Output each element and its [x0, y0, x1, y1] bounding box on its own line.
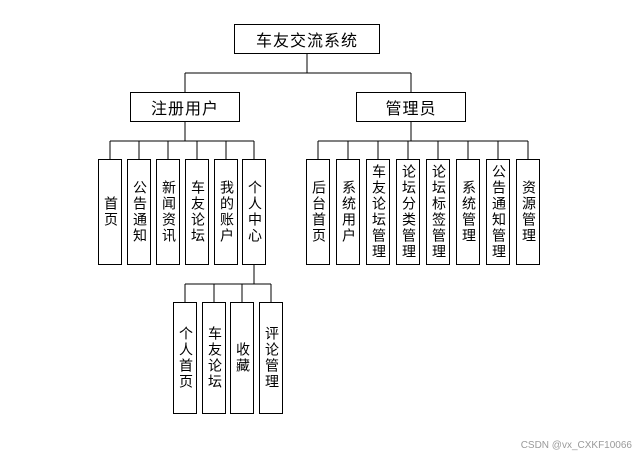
node-label: 收藏: [234, 342, 250, 374]
user-node-news: 新闻资讯: [156, 159, 180, 265]
node-label: 公告通知管理: [490, 164, 506, 260]
node-label: 车友论坛: [206, 326, 222, 390]
node-label: 车友论坛: [189, 180, 205, 244]
root-label: 车友交流系统: [255, 31, 358, 50]
node-label: 系统管理: [460, 180, 476, 244]
node-label: 个人中心: [246, 180, 262, 244]
node-label: 首页: [102, 196, 118, 228]
user-node-forum: 车友论坛: [185, 159, 209, 265]
user-node-personal-center: 个人中心: [242, 159, 266, 265]
user-node-account: 我的账户: [214, 159, 238, 265]
user-node-home: 首页: [98, 159, 122, 265]
personal-node-comments: 评论管理: [259, 302, 283, 414]
node-label: 论坛标签管理: [430, 164, 446, 260]
node-label: 车友论坛管理: [370, 164, 386, 260]
node-label: 评论管理: [263, 326, 279, 390]
admin-node-forum-manage: 车友论坛管理: [366, 159, 390, 265]
admin-node-resource-manage: 资源管理: [516, 159, 540, 265]
node-label: 后台首页: [310, 180, 326, 244]
admin-node-category-manage: 论坛分类管理: [396, 159, 420, 265]
node-label: 系统用户: [340, 180, 356, 244]
admin-node-dashboard: 后台首页: [306, 159, 330, 265]
branch-registered-user: 注册用户: [130, 92, 240, 122]
admin-node-tag-manage: 论坛标签管理: [426, 159, 450, 265]
user-node-notice: 公告通知: [127, 159, 151, 265]
node-label: 论坛分类管理: [400, 164, 416, 260]
admin-node-system-users: 系统用户: [336, 159, 360, 265]
node-label: 新闻资讯: [160, 180, 176, 244]
personal-node-home: 个人首页: [173, 302, 197, 414]
root-node: 车友交流系统: [234, 24, 380, 54]
branch-label: 管理员: [385, 99, 437, 118]
personal-node-favorites: 收藏: [230, 302, 254, 414]
node-label: 资源管理: [520, 180, 536, 244]
watermark-text: CSDN @vx_CXKF10066: [520, 440, 632, 451]
admin-node-system-manage: 系统管理: [456, 159, 480, 265]
branch-admin: 管理员: [356, 92, 466, 122]
node-label: 个人首页: [177, 326, 193, 390]
personal-node-forum: 车友论坛: [202, 302, 226, 414]
admin-node-notice-manage: 公告通知管理: [486, 159, 510, 265]
node-label: 我的账户: [218, 180, 234, 244]
branch-label: 注册用户: [150, 99, 219, 118]
node-label: 公告通知: [131, 180, 147, 244]
